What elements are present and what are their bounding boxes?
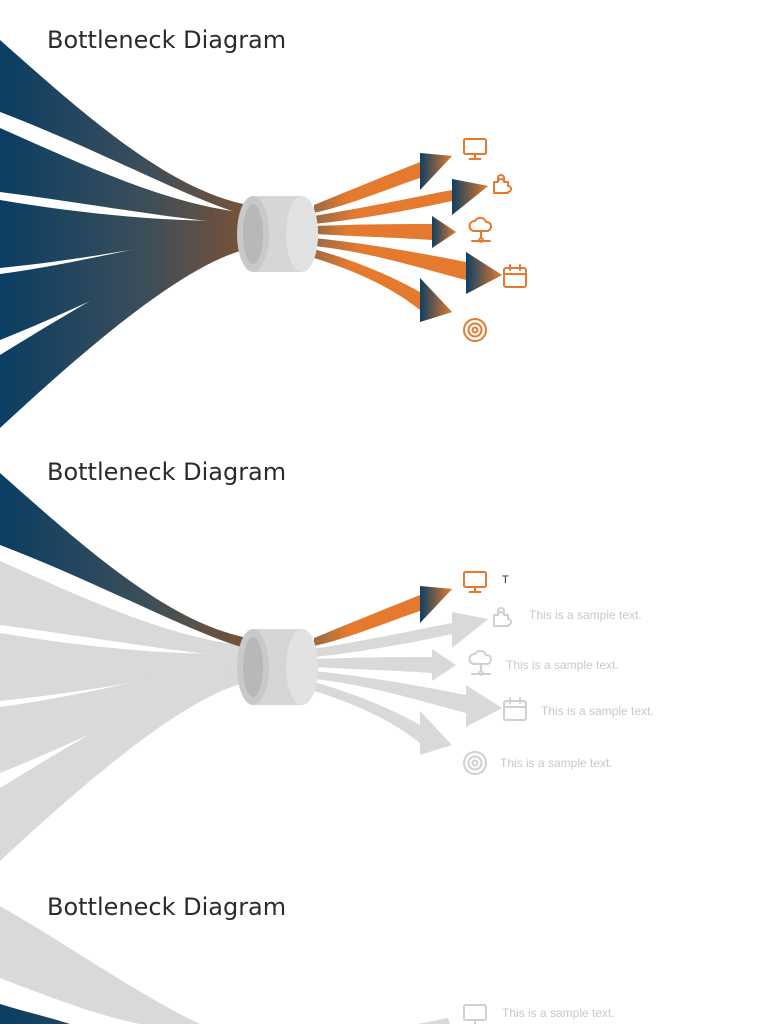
inbound-stream-active [0,1004,70,1024]
outbound-arrow-muted [314,649,456,681]
slide-2: Bottleneck Diagram [0,433,768,866]
slide-title: Bottleneck Diagram [47,26,287,54]
network-icon [466,649,496,679]
outbound-arrow-muted [314,682,452,755]
outbound-arrow [314,249,452,322]
slide-3: Bottleneck Diagram This is a sample text… [0,866,768,1024]
item-label: This is a sample text. [506,658,619,672]
calendar-icon [500,262,530,292]
bottleneck-diagram [0,473,502,861]
outbound-arrow [314,153,452,213]
outbound-arrow [314,238,502,294]
bottleneck-diagram [0,906,450,1024]
inbound-stream [0,200,248,268]
bottleneck-diagram [0,40,502,428]
inbound-stream [0,128,248,224]
slide-1: Bottleneck Diagram [0,0,768,433]
outbound-streams [314,153,502,322]
inbound-stream-muted [0,670,248,861]
calendar-icon [500,695,530,725]
outbound-arrow-muted [314,671,502,727]
outbound-arrow-muted [418,1018,450,1024]
item-label: This is a sample text. [500,756,613,770]
monitor-icon [460,134,490,164]
item-label: This is a sample text. [502,1006,615,1020]
item-label-active: T [502,574,509,586]
inbound-stream-active [0,473,248,649]
item-label: This is a sample text. [541,704,654,718]
inbound-stream-muted [0,561,248,657]
puzzle-icon [488,601,518,631]
puzzle-icon [488,168,518,198]
inbound-streams [0,473,248,861]
item-label: This is a sample text. [529,608,642,622]
outbound-arrow [314,216,456,248]
outbound-arrow-muted [314,612,488,657]
bottleneck-ring [237,196,318,272]
outbound-streams [314,586,502,755]
monitor-icon [460,1000,490,1024]
target-icon [460,748,490,778]
inbound-streams [0,40,248,428]
network-icon [466,216,496,246]
inbound-stream [0,40,248,216]
bottleneck-ring [237,629,318,705]
inbound-stream-muted [0,633,248,701]
inbound-stream-muted [0,906,200,1024]
monitor-icon [460,567,490,597]
outbound-arrow [314,179,488,224]
inbound-stream [0,237,248,428]
target-icon [460,315,490,345]
outbound-arrow-active [314,586,452,646]
slide-title: Bottleneck Diagram [47,458,287,486]
slide-title: Bottleneck Diagram [47,893,287,921]
